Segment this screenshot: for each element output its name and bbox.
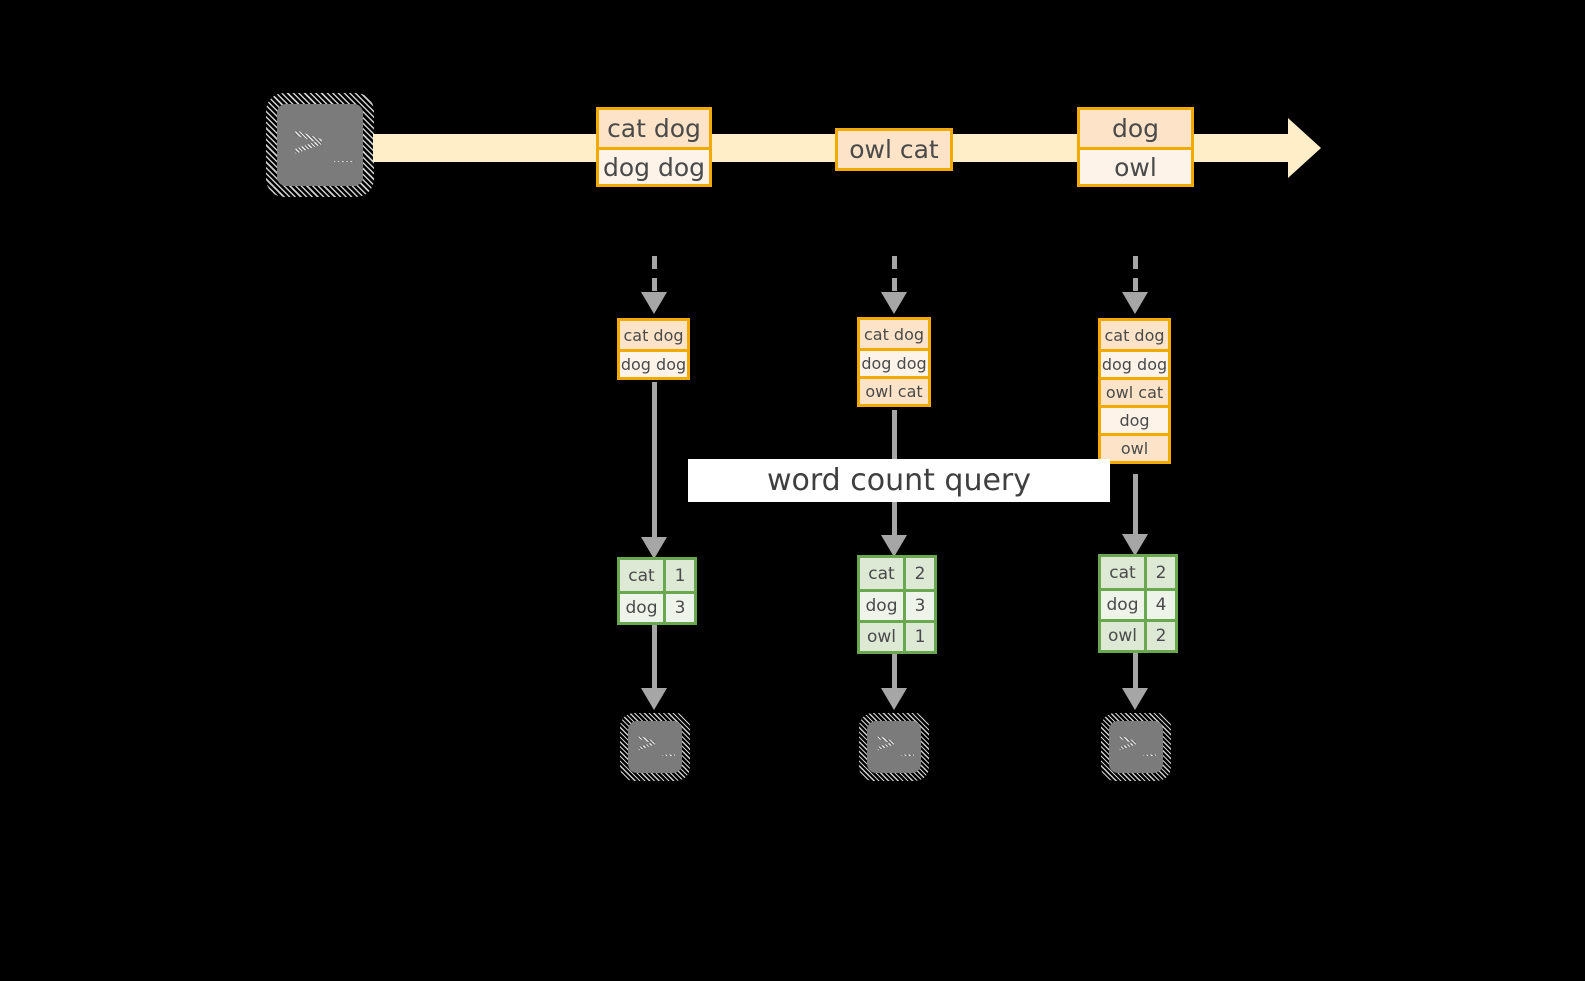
- terminal-prompt-glyph: > _: [291, 120, 355, 162]
- query-arrowhead-1: [641, 537, 667, 559]
- snapshot-input-line: owl cat: [860, 376, 928, 404]
- terminal-prompt-glyph: > _: [1117, 730, 1156, 756]
- stream-tap-line-2: [892, 256, 897, 294]
- result-count: 1: [666, 560, 694, 591]
- query-line-3: [1133, 474, 1138, 544]
- stream-record-line: dog: [1080, 110, 1191, 147]
- snapshot-input-line: cat dog: [1101, 321, 1168, 349]
- terminal-face: [628, 721, 682, 773]
- stream-record-line: dog dog: [599, 147, 709, 184]
- query-line-1: [652, 382, 657, 547]
- snapshot-input-line: cat dog: [860, 320, 928, 348]
- result-word: cat: [620, 560, 666, 591]
- stream-tap-line-3: [1133, 256, 1138, 294]
- chevron-icon: >: [636, 728, 658, 758]
- result-word: cat: [1101, 557, 1147, 588]
- table-row: dog 3: [860, 589, 934, 620]
- result-word: dog: [860, 592, 906, 620]
- underscore-icon: _: [1143, 728, 1157, 758]
- table-row: cat 1: [620, 560, 694, 591]
- stream-record-line: owl: [1080, 147, 1191, 184]
- result-count: 3: [666, 594, 694, 622]
- sink-terminal-icon-2[interactable]: > _: [859, 713, 929, 781]
- snapshot-input-line: dog dog: [1101, 349, 1168, 377]
- stream-record-group-2[interactable]: owl cat: [835, 128, 953, 171]
- result-word: owl: [1101, 622, 1147, 650]
- sink-arrowhead-1: [641, 688, 667, 710]
- terminal-face: [277, 104, 363, 186]
- sink-arrowhead-3: [1122, 688, 1148, 710]
- terminal-face: [1109, 721, 1163, 773]
- snapshot-input-line: owl: [1101, 433, 1168, 461]
- query-arrowhead-2: [881, 535, 907, 557]
- terminal-prompt-glyph: > _: [636, 730, 675, 756]
- underscore-icon: _: [901, 728, 915, 758]
- sink-line-2: [892, 653, 897, 696]
- stream-record-line: cat dog: [599, 110, 709, 147]
- snapshot-input-line: dog dog: [860, 348, 928, 376]
- stream-tap-arrowhead-2: [881, 292, 907, 314]
- chevron-icon: >: [1117, 728, 1139, 758]
- source-terminal-icon[interactable]: > _: [266, 93, 374, 197]
- result-word: cat: [860, 558, 906, 589]
- result-count: 3: [906, 592, 934, 620]
- result-count: 2: [1147, 622, 1175, 650]
- table-row: cat 2: [1101, 557, 1175, 588]
- sink-terminal-icon-3[interactable]: > _: [1101, 713, 1171, 781]
- stream-record-line: owl cat: [838, 131, 950, 168]
- chevron-icon: >: [875, 728, 897, 758]
- stream-record-group-3[interactable]: dog owl: [1077, 107, 1194, 187]
- table-row: cat 2: [860, 558, 934, 589]
- stream-arrowhead-icon: [1288, 118, 1321, 178]
- result-word: dog: [1101, 591, 1147, 619]
- terminal-prompt-glyph: > _: [875, 730, 914, 756]
- table-row: owl 1: [860, 620, 934, 651]
- result-count: 2: [906, 558, 934, 589]
- result-word: dog: [620, 594, 666, 622]
- table-row: dog 3: [620, 591, 694, 622]
- snapshot-input-line: owl cat: [1101, 377, 1168, 405]
- table-row: dog 4: [1101, 588, 1175, 619]
- result-word: owl: [860, 623, 906, 651]
- terminal-face: [867, 721, 921, 773]
- sink-terminal-icon-1[interactable]: > _: [620, 713, 690, 781]
- sink-arrowhead-2: [881, 688, 907, 710]
- snapshot-input-line: dog: [1101, 405, 1168, 433]
- underscore-icon: _: [662, 728, 676, 758]
- query-banner-label: word count query: [766, 463, 1032, 498]
- chevron-icon: >: [291, 116, 327, 165]
- snapshot-input-3[interactable]: cat dog dog dog owl cat dog owl: [1098, 318, 1171, 464]
- result-count: 1: [906, 623, 934, 651]
- query-arrowhead-3: [1122, 534, 1148, 556]
- snapshot-input-1[interactable]: cat dog dog dog: [617, 318, 690, 380]
- snapshot-input-line: cat dog: [620, 321, 687, 349]
- result-table-1[interactable]: cat 1 dog 3: [617, 557, 697, 625]
- sink-line-1: [652, 624, 657, 696]
- snapshot-input-2[interactable]: cat dog dog dog owl cat: [857, 317, 931, 407]
- stream-record-group-1[interactable]: cat dog dog dog: [596, 107, 712, 187]
- query-banner: word count query: [688, 459, 1110, 502]
- result-table-3[interactable]: cat 2 dog 4 owl 2: [1098, 554, 1178, 653]
- result-count: 4: [1147, 591, 1175, 619]
- table-row: owl 2: [1101, 619, 1175, 650]
- stream-tap-arrowhead-1: [641, 292, 667, 314]
- sink-line-3: [1133, 652, 1138, 696]
- result-table-2[interactable]: cat 2 dog 3 owl 1: [857, 555, 937, 654]
- snapshot-input-line: dog dog: [620, 349, 687, 377]
- stream-tap-line-1: [652, 256, 657, 294]
- stream-tap-arrowhead-3: [1122, 292, 1148, 314]
- result-count: 2: [1147, 557, 1175, 588]
- underscore-icon: _: [333, 116, 355, 165]
